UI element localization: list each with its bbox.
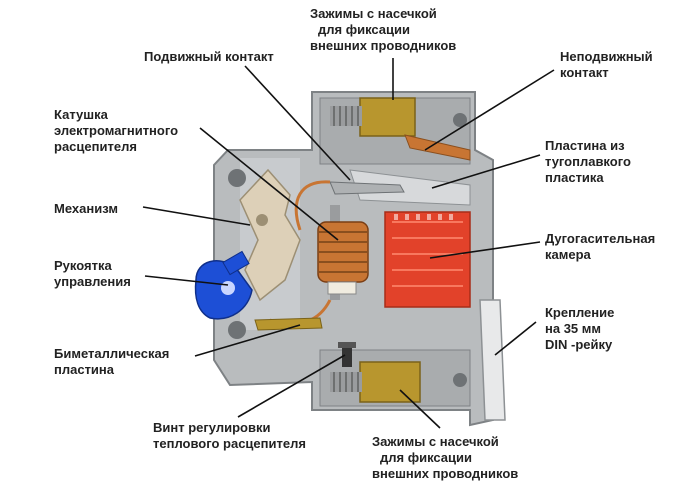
label-bottom-clamps-line-1: Зажимы с насечкой — [372, 434, 499, 449]
label-arc-chamber-line-2: камера — [545, 247, 591, 262]
label-top-clamps-line-1: Зажимы с насечкой — [310, 6, 437, 21]
bimetallic-plate — [254, 317, 323, 331]
label-bottom-clamps: Зажимы с насечкой для фиксации внешних п… — [372, 434, 518, 482]
label-plate: Пластина из тугоплавкого пластика — [545, 138, 631, 186]
label-moving-contact-line-1: Подвижный контакт — [144, 49, 274, 64]
label-coil: Катушка электромагнитного расцепителя — [54, 107, 178, 155]
label-plate-line-1: Пластина из — [545, 138, 625, 153]
label-bottom-clamps-line-3: внешних проводников — [372, 466, 519, 481]
label-mechanism-line-1: Механизм — [54, 201, 118, 216]
label-handle-line-2: управления — [54, 274, 131, 289]
moving-contact — [329, 181, 405, 195]
label-handle: Рукоятка управления — [54, 258, 131, 290]
bottom-clamp — [330, 361, 421, 403]
label-plate-line-2: тугоплавкого — [545, 154, 631, 169]
label-arc-chamber-line-1: Дугогасительная — [545, 231, 656, 246]
label-arc-chamber: Дугогасительная камера — [545, 231, 655, 263]
label-bottom-clamps-line-2: для фиксации — [380, 450, 473, 465]
label-coil-line-3: расцепителя — [54, 139, 137, 154]
label-screw-line-2: теплового расцепителя — [153, 436, 306, 451]
label-screw: Винт регулировки теплового расцепителя — [153, 420, 306, 452]
label-bimetal: Биметаллическая пластина — [54, 346, 169, 378]
label-handle-line-1: Рукоятка — [54, 258, 112, 273]
label-top-clamps-line-3: внешних проводников — [310, 38, 457, 53]
leader-lines — [142, 58, 555, 429]
label-coil-line-1: Катушка — [54, 107, 108, 122]
electromagnetic-coil — [317, 205, 369, 300]
label-din-mount-line-2: на 35 мм — [545, 321, 601, 336]
label-fixed-contact-line-1: Неподвижный — [560, 49, 653, 64]
label-din-mount: Крепление на 35 мм DIN -рейку — [545, 305, 614, 353]
label-coil-line-2: электромагнитного — [54, 123, 179, 138]
label-bimetal-line-2: пластина — [54, 362, 115, 377]
label-din-mount-line-1: Крепление — [545, 305, 615, 320]
label-fixed-contact: Неподвижный контакт — [560, 49, 653, 81]
din-rail-clip — [479, 299, 506, 421]
top-clamp — [330, 97, 416, 137]
fixed-contact — [404, 134, 471, 161]
mechanism — [239, 168, 301, 302]
label-din-mount-line-3: DIN -рейку — [545, 337, 613, 352]
label-fixed-contact-line-2: контакт — [560, 65, 609, 80]
control-handle — [194, 250, 253, 320]
adjustment-screw — [338, 342, 356, 367]
arc-chamber — [384, 211, 471, 308]
label-bimetal-line-1: Биметаллическая — [54, 346, 170, 361]
label-plate-line-3: пластика — [545, 170, 604, 185]
label-screw-line-1: Винт регулировки — [153, 420, 271, 435]
label-moving-contact: Подвижный контакт — [144, 49, 274, 65]
label-mechanism: Механизм — [54, 201, 118, 217]
label-top-clamps: Зажимы с насечкой для фиксации внешних п… — [310, 6, 456, 54]
label-top-clamps-line-2: для фиксации — [318, 22, 411, 37]
